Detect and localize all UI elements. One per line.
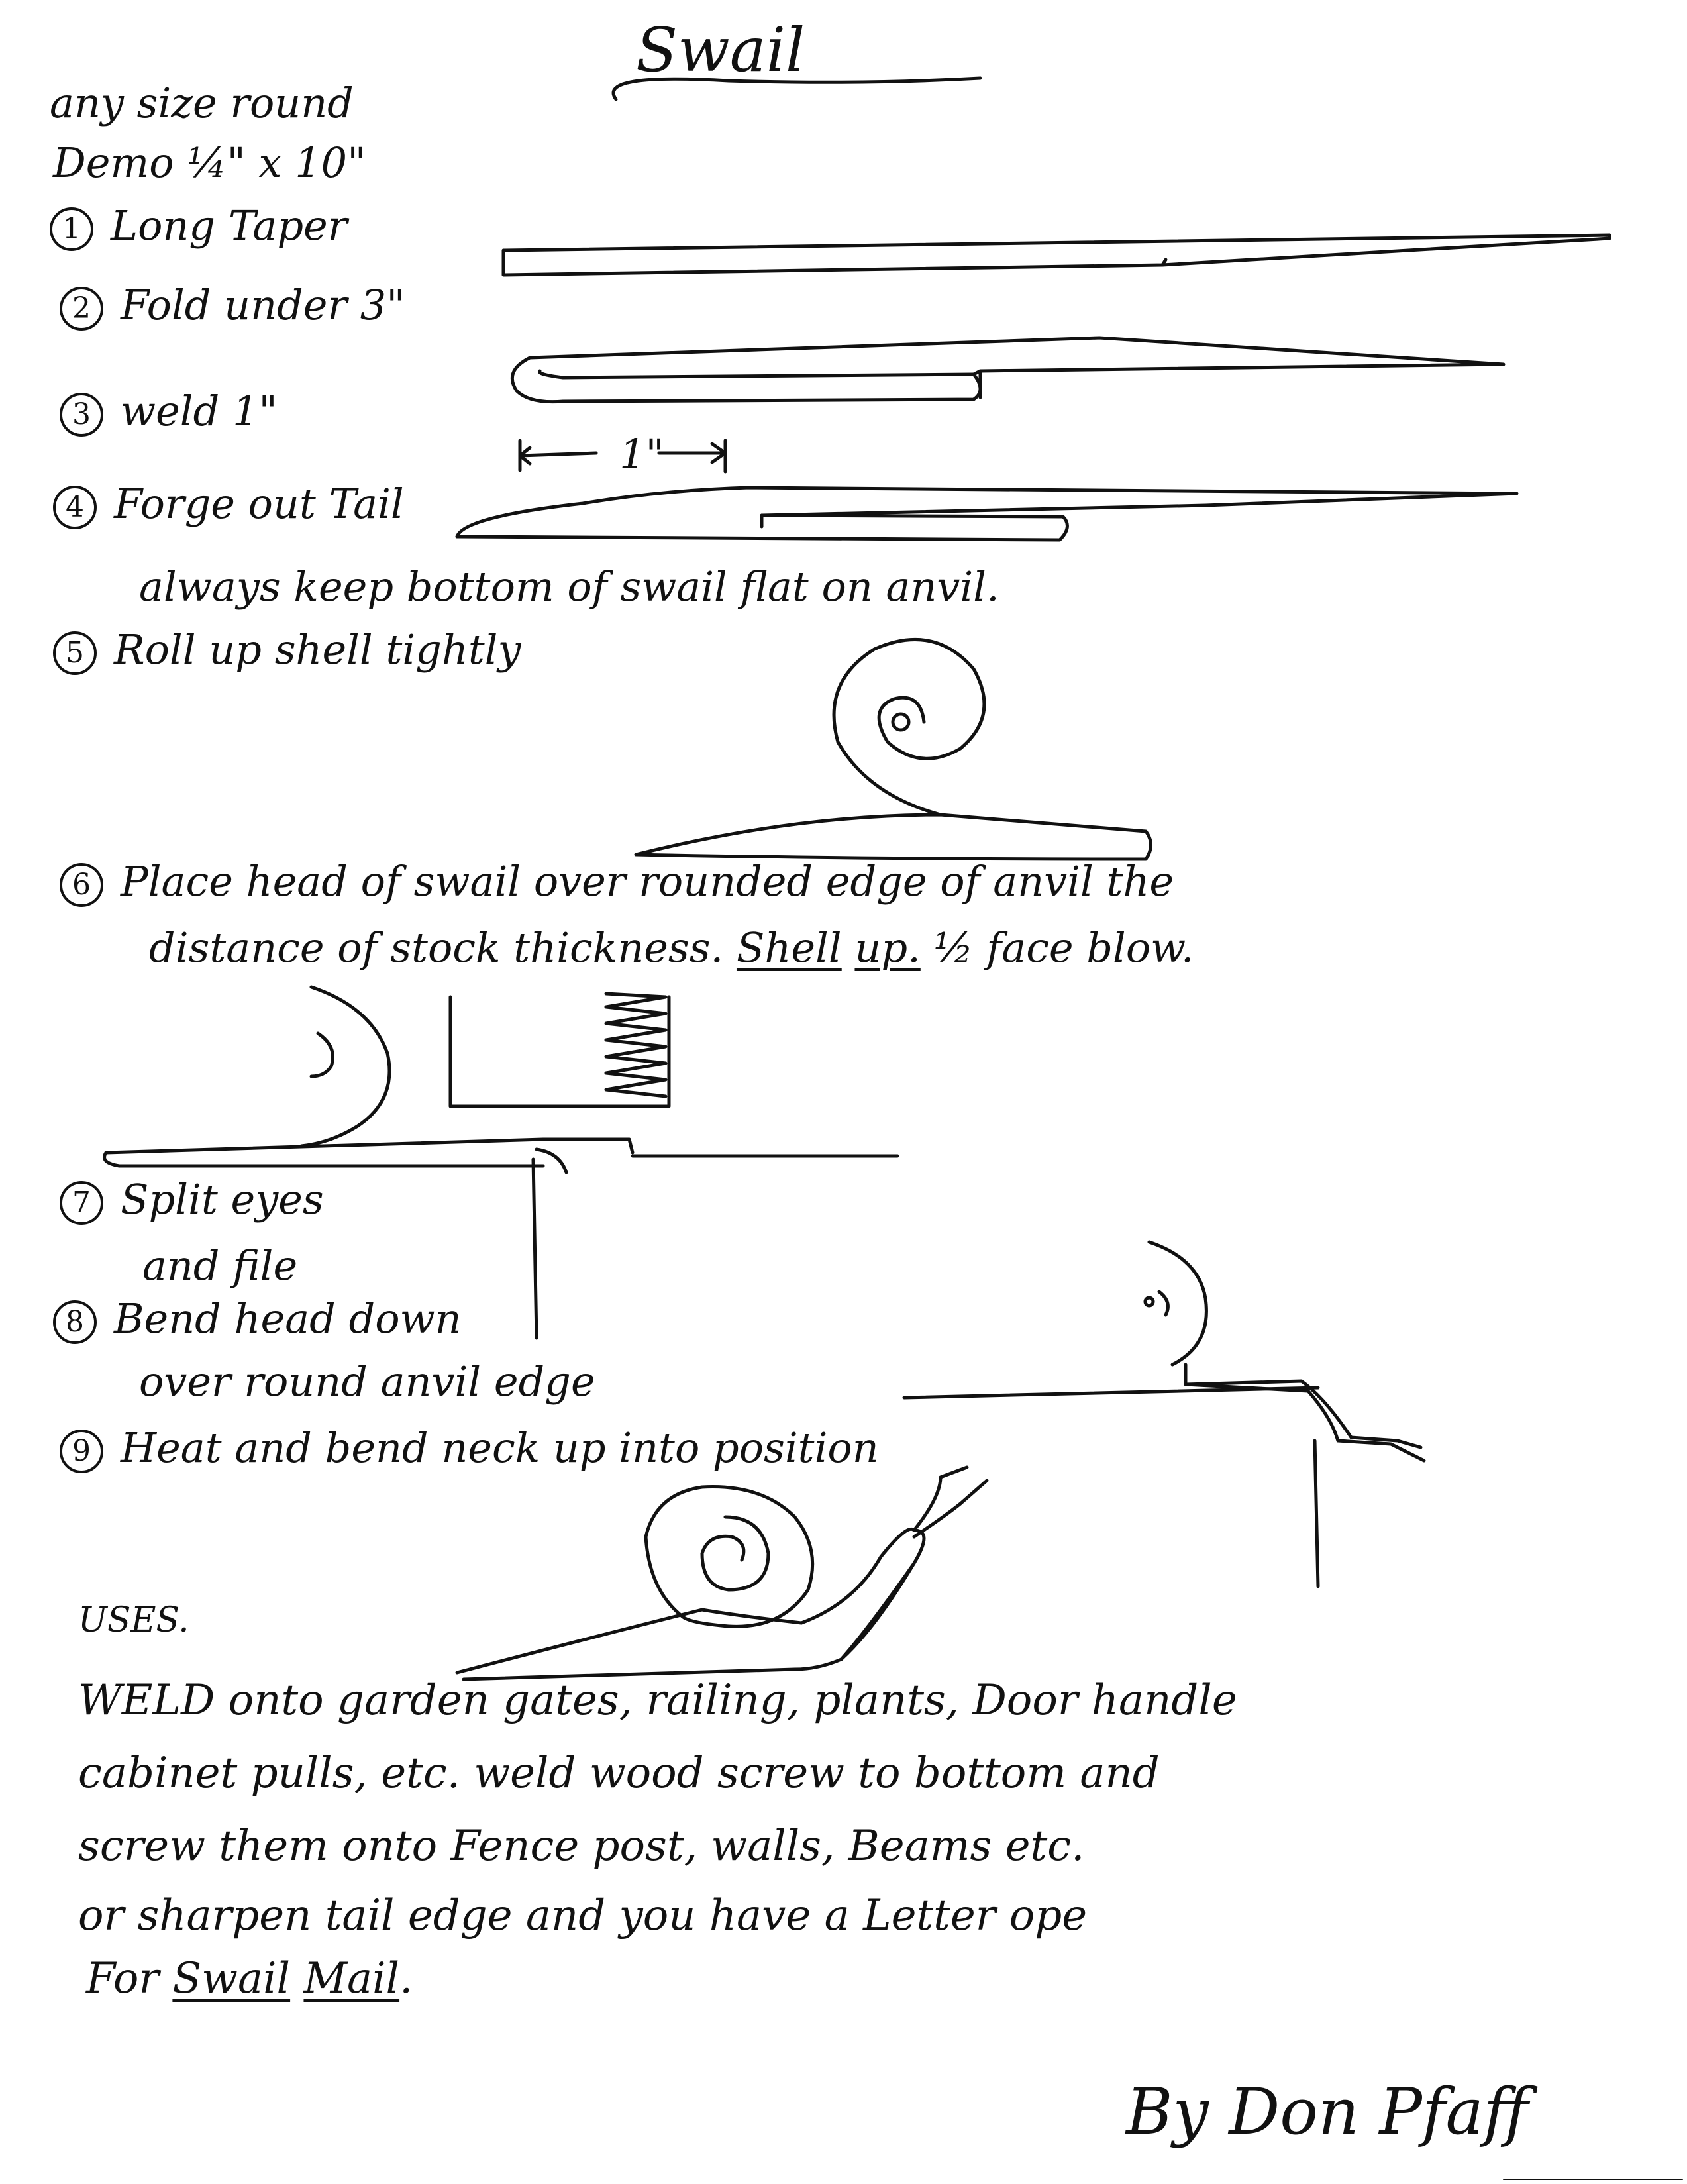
bend-head-sketch bbox=[902, 1240, 1426, 1588]
uses-line-5-suffix: . bbox=[399, 1954, 413, 2003]
head-over-anvil-sketch bbox=[103, 985, 899, 1340]
forge-tail-sketch bbox=[455, 486, 1519, 542]
step-text: Heat and bend neck up into position bbox=[121, 1424, 879, 1472]
page-title: Swail bbox=[636, 15, 805, 85]
uses-line-3: screw them onto Fence post, walls, Beams… bbox=[78, 1822, 1085, 1871]
hammer-zigzag bbox=[604, 992, 668, 1098]
finished-snail-sketch bbox=[455, 1465, 989, 1681]
step-text: weld 1" bbox=[121, 387, 278, 435]
step-number: 9 bbox=[60, 1429, 103, 1473]
step-number: 2 bbox=[60, 286, 103, 331]
step-number: 8 bbox=[53, 1300, 97, 1344]
uses-line-1: WELD onto garden gates, railing, plants,… bbox=[78, 1676, 1237, 1725]
intro-line-1: any size round bbox=[50, 79, 354, 127]
step-7-line-2: and file bbox=[142, 1241, 298, 1290]
step-text-line-2: distance of stock thickness. bbox=[149, 923, 724, 972]
step-text: Fold under 3" bbox=[121, 281, 405, 329]
step-number: 4 bbox=[53, 485, 97, 529]
flat-on-anvil-note: always keep bottom of swail flat on anvi… bbox=[139, 562, 999, 611]
dimension-arrow bbox=[518, 439, 727, 474]
step-6-line-2: distance of stock thickness. Shell up. ½… bbox=[149, 927, 1194, 968]
step-number: 5 bbox=[53, 631, 97, 675]
underlined-mail: Mail bbox=[303, 1954, 400, 2003]
step-text-line-1: Bend head down bbox=[114, 1294, 462, 1343]
rolled-shell-sketch bbox=[634, 637, 1152, 861]
step-8-line-2: over round anvil edge bbox=[139, 1357, 595, 1406]
uses-line-4: or sharpen tail edge and you have a Lett… bbox=[78, 1891, 1088, 1940]
author-signature: By Don Pfaff bbox=[1126, 2075, 1529, 2149]
uses-heading: USES. bbox=[78, 1600, 189, 1640]
step-number: 3 bbox=[60, 392, 103, 437]
step-text: Roll up shell tightly bbox=[114, 625, 521, 674]
step-text-line-2-end: ½ face blow. bbox=[933, 923, 1194, 972]
title-underline bbox=[611, 76, 982, 101]
step-text-line-1: Split eyes bbox=[121, 1175, 324, 1223]
step-number: 6 bbox=[60, 862, 103, 907]
long-taper-sketch bbox=[501, 233, 1611, 277]
step-text: Long Taper bbox=[111, 201, 348, 250]
step-text-line-1: Place head of swail over rounded edge of… bbox=[121, 857, 1174, 906]
step-text: Forge out Tail bbox=[114, 480, 404, 528]
underlined-up: up. bbox=[854, 923, 921, 972]
uses-line-5-prefix: For bbox=[86, 1954, 160, 2003]
step-number: 1 bbox=[50, 207, 93, 251]
dimension-label: 1" bbox=[619, 430, 664, 478]
uses-line-5: For Swail Mail. bbox=[86, 1957, 413, 2000]
step-number: 7 bbox=[60, 1180, 103, 1225]
underlined-shell: Shell bbox=[736, 923, 842, 972]
intro-line-2: Demo ¼" x 10" bbox=[53, 138, 366, 187]
fold-under-sketch bbox=[510, 336, 1506, 404]
uses-line-2: cabinet pulls, etc. weld wood screw to b… bbox=[78, 1749, 1160, 1798]
underlined-swail: Swail bbox=[172, 1954, 291, 2003]
